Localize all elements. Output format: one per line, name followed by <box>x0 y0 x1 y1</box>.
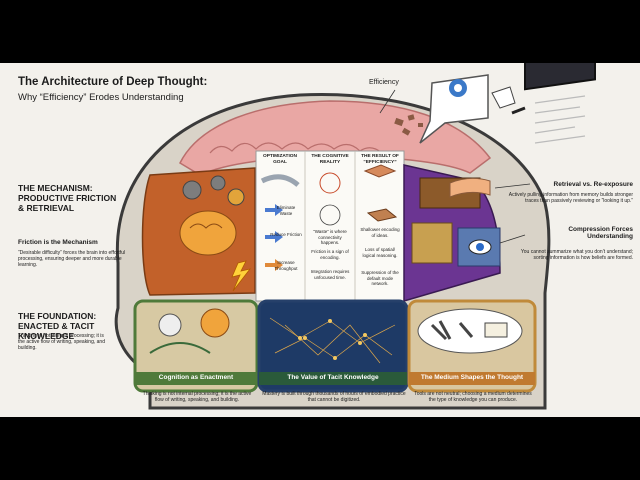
retrieval-desc: Actively pulling information from memory… <box>508 192 633 204</box>
col-header-goal: OPTIMIZATION GOAL <box>262 154 298 165</box>
tacit-desc: Mastery is built through thousands of ho… <box>262 391 406 403</box>
enactment-caption: Cognition as Enactment <box>158 374 234 381</box>
friction-desc: “Desirable difficulty” forces the brain … <box>18 250 126 268</box>
tools-icon <box>430 320 474 341</box>
book-icon <box>484 322 508 338</box>
mechanism-title: THE MECHANISM: PRODUCTIVE FRICTION & RET… <box>18 183 138 213</box>
compression-heading: Compression Forces Understanding <box>530 226 633 240</box>
medium-caption: The Medium Shapes the Thought <box>420 374 524 381</box>
mechanism-title-line2: PRODUCTIVE FRICTION <box>18 193 117 203</box>
tacit-panel <box>257 299 409 393</box>
foundation-title: THE FOUNDATION: ENACTED & TACIT KNOWLEDG… <box>18 311 138 341</box>
infographic: The Architecture of Deep Thought: Why “E… <box>0 63 640 417</box>
brain-icon <box>179 210 237 256</box>
lightning-icon <box>231 260 251 292</box>
hand-icon <box>449 177 491 198</box>
reality-cell: Friction is a sign of encoding. <box>311 249 349 260</box>
enactment-desc: Thinking is not internal processing; it … <box>142 391 252 403</box>
compression-desc: You cannot summarize what you don’t unde… <box>520 249 633 261</box>
head-illustration <box>114 63 596 410</box>
page-subtitle: Why “Efficiency” Erodes Understanding <box>18 92 184 103</box>
reality-cell: Integration requires unfocused time. <box>310 269 350 280</box>
goal-cell: Eliminate Waste <box>276 205 296 216</box>
device-screen-icon <box>524 63 596 91</box>
compression-heading-line2: Understanding <box>587 233 633 240</box>
efficiency-label: Efficiency <box>369 79 399 86</box>
foundation-desc: Thinking is not internal processing; it … <box>18 333 105 351</box>
mechanism-title-line1: THE MECHANISM: <box>18 183 93 193</box>
thought-bubble-icon <box>417 308 523 354</box>
gear-icon <box>182 175 245 206</box>
foundation-title-line1: THE FOUNDATION: <box>18 311 97 321</box>
reality-cell: “Waste” is where connectivity happens. <box>313 229 347 245</box>
mechanism-title-line3: & RETRIEVAL <box>18 203 75 213</box>
medium-desc: Tools are not neutral; choosing a medium… <box>414 391 532 403</box>
map-pin-bubble <box>419 74 489 144</box>
col-header-reality: THE COGNITIVE REALITY <box>311 154 349 165</box>
foundation-title-line3: KNOWLEDGE <box>18 331 75 341</box>
tacit-caption: The Value of Tacit Knowledge <box>287 374 379 381</box>
page-title: The Architecture of Deep Thought: <box>18 76 208 88</box>
retrieval-heading: Retrieval vs. Re-exposure <box>553 181 633 188</box>
col-header-result: THE RESULT OF “EFFICIENCY” <box>361 154 399 165</box>
friction-heading: Friction is the Mechanism <box>18 239 98 246</box>
result-cell: Shallower encoding of ideas. <box>360 227 400 238</box>
foundation-title-line2: ENACTED & TACIT <box>18 321 95 331</box>
compression-heading-line1: Compression Forces <box>568 226 633 233</box>
goal-cell: Increase Throughput <box>274 260 298 271</box>
goal-cell: Reduce Friction <box>270 232 302 237</box>
result-cell: Suppression of the default mode network. <box>361 270 399 286</box>
result-cell: Loss of spatial/ logical reasoning. <box>362 247 398 258</box>
